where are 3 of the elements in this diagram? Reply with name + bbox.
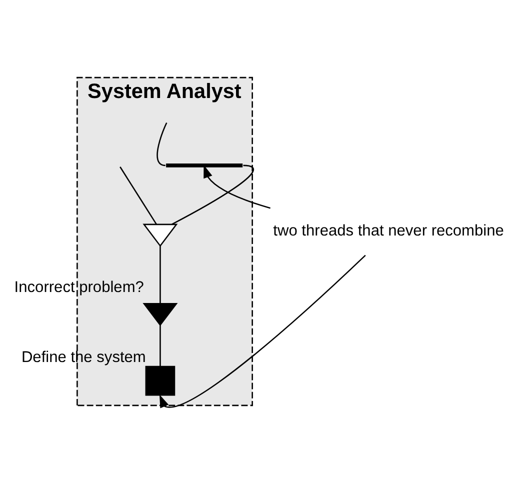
node-label: Incorrect problem? (14, 279, 144, 296)
node-label: Define the system (20, 349, 146, 366)
node-text: two threads that never recombine (272, 222, 504, 240)
